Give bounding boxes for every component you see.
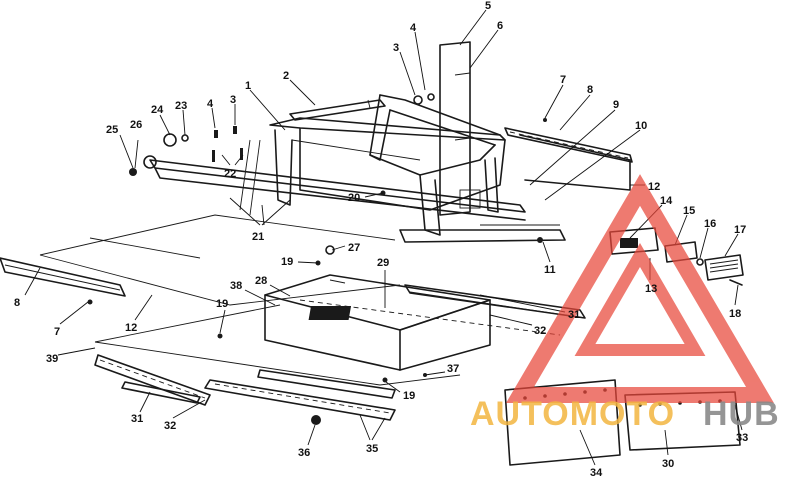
seat-rod	[289, 99, 386, 121]
lower-left-channel	[0, 257, 126, 297]
watermark-text-automoto: AUTOMOTO	[470, 395, 675, 433]
bottom-rail-39	[94, 354, 211, 406]
front-cross-member	[399, 224, 566, 243]
callout-31: 31	[568, 309, 580, 321]
callout-14: 14	[660, 195, 673, 207]
callout-5: 5	[485, 0, 491, 12]
callout-20: 20	[348, 192, 360, 204]
callout-2: 2	[283, 70, 289, 82]
callout-36: 36	[298, 447, 310, 459]
callout-31: 31	[131, 413, 143, 425]
seat-frame	[239, 94, 506, 236]
callout-4: 4	[410, 22, 417, 34]
callout-3: 3	[230, 94, 236, 106]
callout-11: 11	[544, 264, 556, 276]
callout-9: 9	[613, 99, 619, 111]
callout-26: 26	[130, 119, 142, 131]
callout-3: 3	[393, 42, 399, 54]
callout-34: 34	[590, 467, 603, 478]
callout-19: 19	[281, 256, 293, 268]
callout-38: 38	[230, 280, 242, 292]
callout-10: 10	[635, 120, 647, 132]
callout-25: 25	[106, 124, 118, 136]
callout-12: 12	[125, 322, 137, 334]
callout-32: 32	[164, 420, 176, 432]
callout-1: 1	[245, 80, 251, 92]
upper-side-rail	[504, 127, 633, 191]
callout-27: 27	[348, 242, 360, 254]
callout-13: 13	[645, 283, 657, 295]
callout-17: 17	[734, 224, 746, 236]
callout-35: 35	[366, 443, 378, 455]
callout-30: 30	[662, 458, 674, 470]
callout-7: 7	[54, 326, 60, 338]
callout-labels: 5 6 4 3 2 1 4 3 24 23 26 25 22 21 20 7 8…	[14, 0, 748, 478]
floor-panel	[39, 214, 401, 306]
watermark-triangle-inner	[574, 243, 706, 356]
callout-29: 29	[377, 257, 389, 269]
bottom-rail-35	[204, 369, 396, 421]
callout-7: 7	[560, 74, 566, 86]
callout-12: 12	[648, 181, 660, 193]
lower-side-rail-left	[149, 159, 526, 221]
bottom-rail-31	[121, 381, 201, 404]
callout-28: 28	[255, 275, 267, 287]
battery-tray	[264, 274, 491, 371]
fasteners	[87, 93, 547, 425]
callout-15: 15	[683, 205, 695, 217]
callout-22: 22	[224, 168, 236, 180]
callout-32: 32	[534, 325, 546, 337]
callout-37: 37	[447, 363, 459, 375]
seat-upright-bracket	[439, 41, 481, 216]
watermark-text-hub: HUB	[703, 395, 780, 433]
callout-39: 39	[46, 353, 58, 365]
callout-8: 8	[587, 84, 593, 96]
callout-21: 21	[252, 231, 264, 243]
watermark-triangle-outer	[506, 174, 774, 403]
callout-24: 24	[151, 104, 164, 116]
callout-4: 4	[207, 98, 214, 110]
right-floor-rails	[299, 284, 586, 336]
callout-33: 33	[736, 432, 748, 444]
callout-18: 18	[729, 308, 741, 320]
callout-6: 6	[497, 20, 503, 32]
callout-8: 8	[14, 297, 20, 309]
callout-19: 19	[216, 298, 228, 310]
callout-16: 16	[704, 218, 716, 230]
watermark-logo	[506, 174, 774, 403]
bottom-pan	[94, 304, 461, 386]
callout-23: 23	[175, 100, 187, 112]
callout-19: 19	[403, 390, 415, 402]
